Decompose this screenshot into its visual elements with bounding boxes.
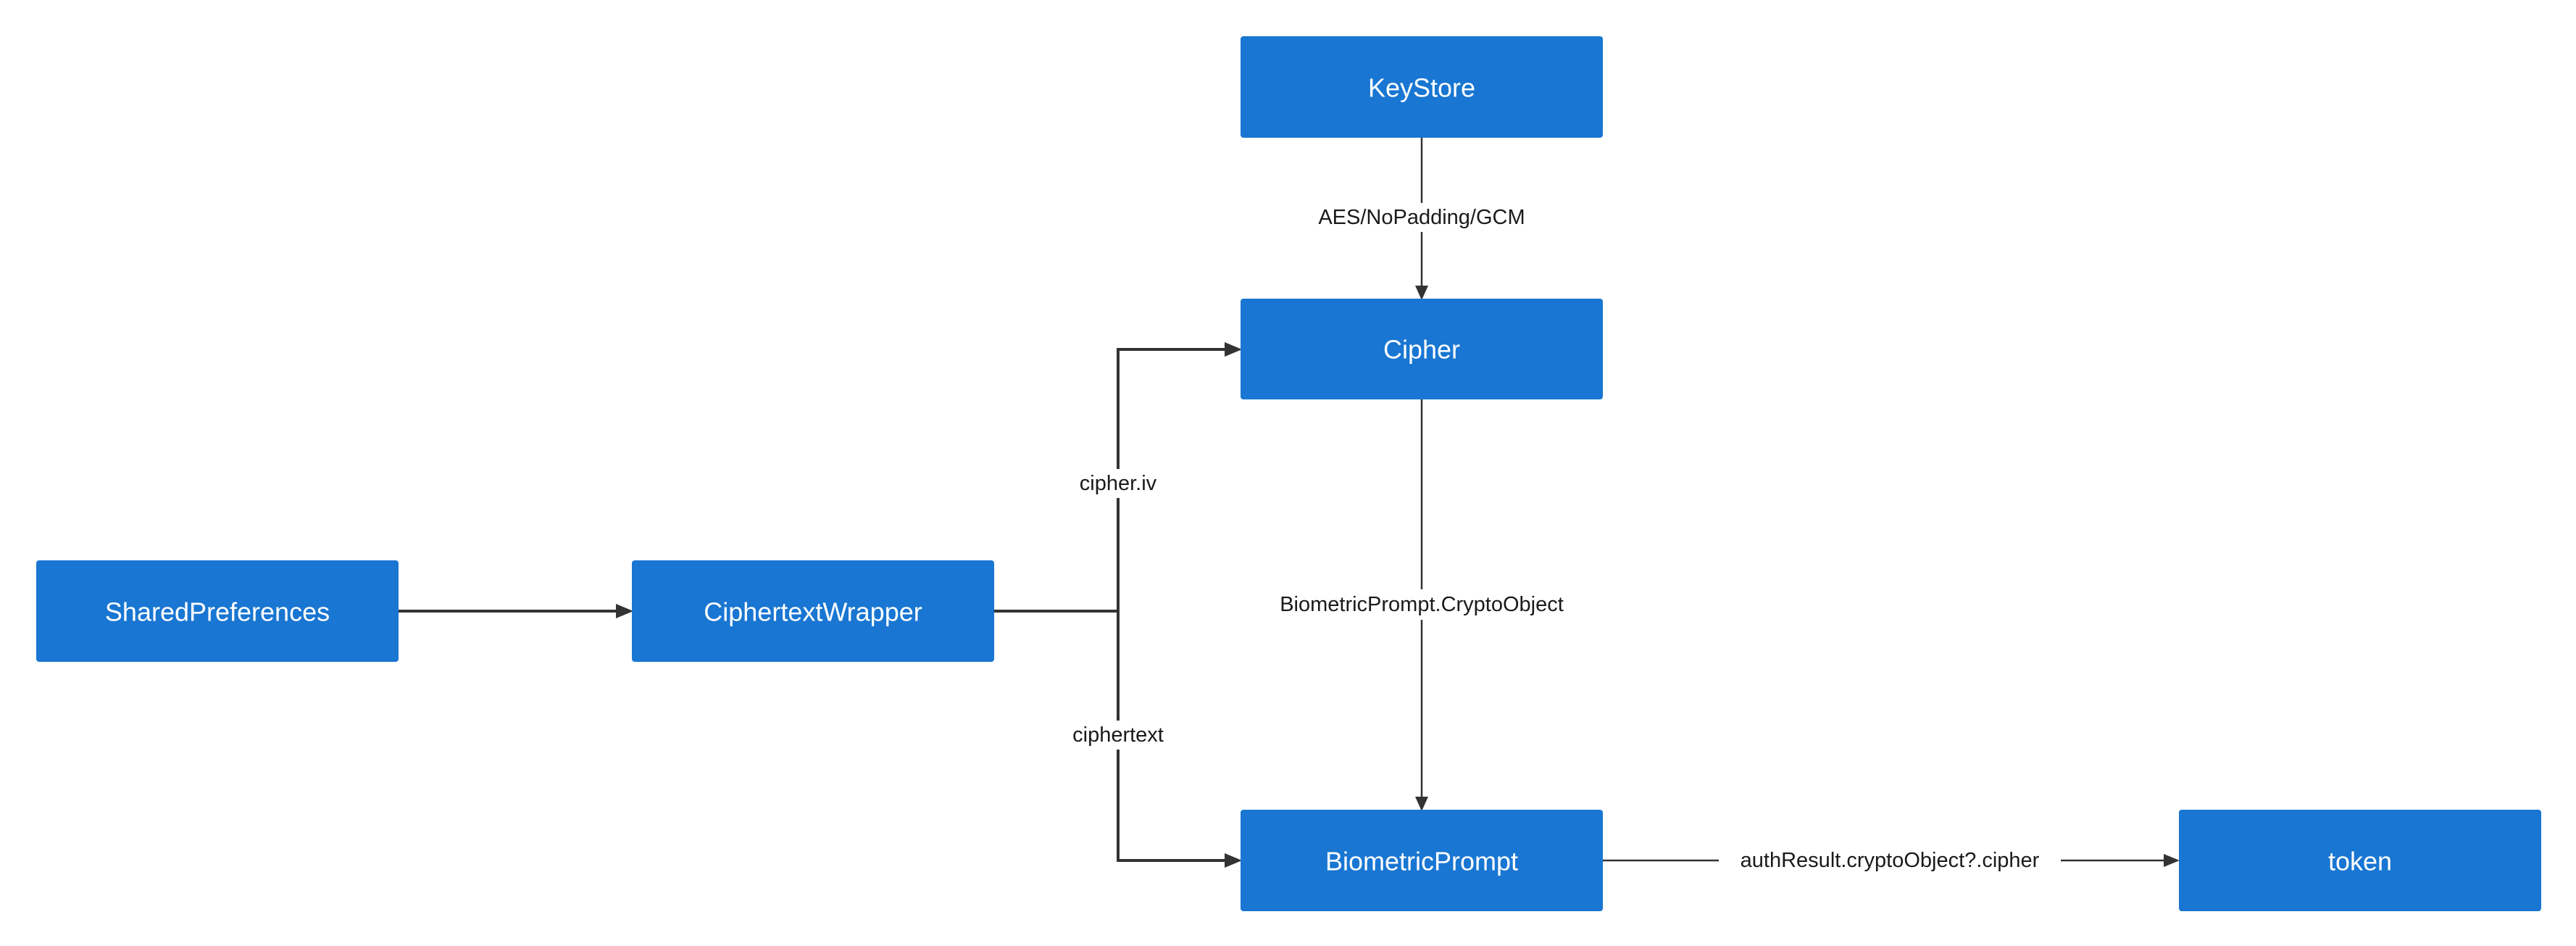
node-sharedpreferences[interactable]: SharedPreferences xyxy=(36,560,399,662)
svg-text:KeyStore: KeyStore xyxy=(1368,73,1475,103)
node-biometricprompt[interactable]: BiometricPrompt xyxy=(1241,810,1603,911)
node-keystore[interactable]: KeyStore xyxy=(1241,36,1603,138)
svg-text:authResult.cryptoObject?.ciphe: authResult.cryptoObject?.cipher xyxy=(1741,849,2040,872)
svg-text:AES/NoPadding/GCM: AES/NoPadding/GCM xyxy=(1318,206,1525,229)
svg-text:token: token xyxy=(2328,847,2392,876)
label-cipher-iv: cipher.iv xyxy=(1065,469,1171,498)
svg-text:BiometricPrompt: BiometricPrompt xyxy=(1325,847,1518,876)
svg-text:cipher.iv: cipher.iv xyxy=(1080,472,1157,495)
node-ciphertextwrapper[interactable]: CiphertextWrapper xyxy=(632,560,994,662)
svg-text:SharedPreferences: SharedPreferences xyxy=(105,597,330,627)
svg-text:ciphertext: ciphertext xyxy=(1072,723,1164,747)
svg-text:BiometricPrompt.CryptoObject: BiometricPrompt.CryptoObject xyxy=(1280,593,1564,616)
node-cipher[interactable]: Cipher xyxy=(1241,299,1603,399)
svg-text:CiphertextWrapper: CiphertextWrapper xyxy=(704,597,922,627)
edge-sharedpreferences-to-wrapper xyxy=(399,604,633,618)
label-biometricprompt-cryptoobject: BiometricPrompt.CryptoObject xyxy=(1270,589,1574,620)
label-authresult-cipher: authResult.cryptoObject?.cipher xyxy=(1719,846,2061,875)
label-aes-nopadding-gcm: AES/NoPadding/GCM xyxy=(1313,203,1530,232)
edge-wrapper-branch xyxy=(994,342,1242,868)
node-token[interactable]: token xyxy=(2179,810,2541,911)
label-ciphertext: ciphertext xyxy=(1059,721,1177,750)
svg-text:Cipher: Cipher xyxy=(1383,335,1460,365)
